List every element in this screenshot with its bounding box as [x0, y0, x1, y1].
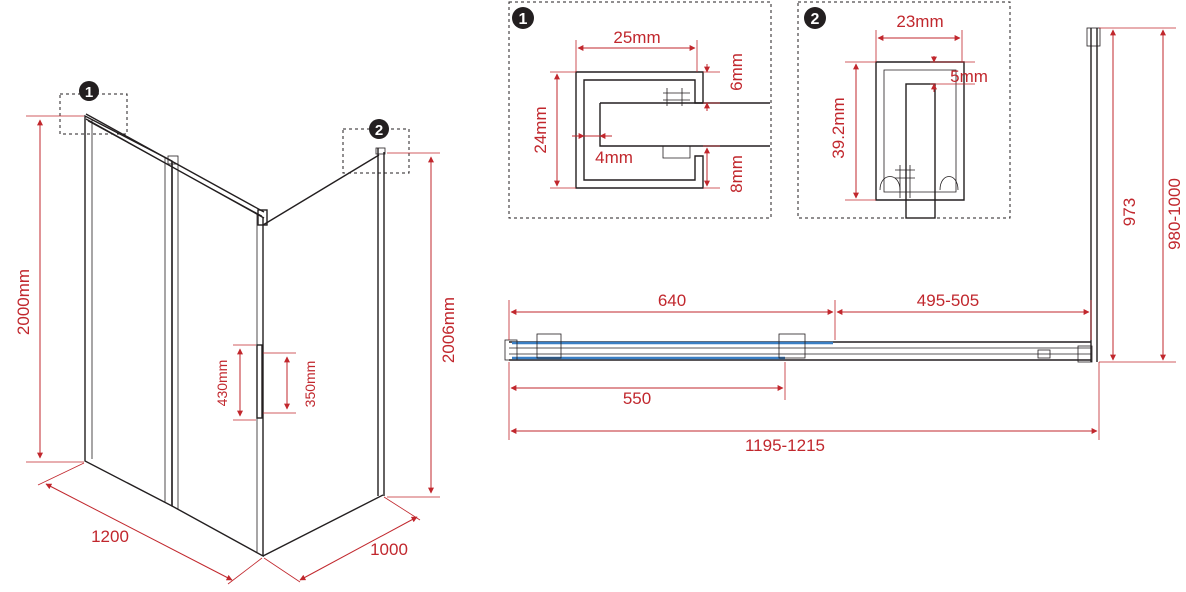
isometric-view: 1 2: [14, 81, 458, 585]
dim-height-left: 2000mm: [14, 115, 84, 463]
svg-text:2: 2: [375, 122, 383, 139]
detail2-gap-label: 5mm: [950, 67, 988, 86]
height-right-label: 2006mm: [439, 297, 458, 363]
side-panel: [262, 147, 386, 557]
front-width-label: 1200: [91, 527, 129, 546]
detail-2: 2 23mm 5mm 39.2mm: [797, 1, 1011, 219]
detail2-width-label: 23mm: [896, 12, 943, 31]
dim-side-depth: 1000: [263, 496, 421, 583]
side-depth-label: 1000: [370, 540, 408, 559]
detail1-gap-bottom-label: 8mm: [727, 155, 746, 193]
plan-view: 640 495-505 550 1195-1215 973 980-1000: [504, 27, 1184, 455]
callout-box-1: [59, 93, 128, 135]
plan-side-range-label: 980-1000: [1165, 178, 1184, 250]
detail-1: 1 25mm 24mm 6mm 4mm 8mm: [508, 1, 772, 219]
height-left-label: 2000mm: [14, 269, 33, 335]
plan-rails: [504, 333, 1091, 361]
svg-text:2: 2: [811, 11, 820, 28]
badge-detail-1: 1: [512, 7, 534, 29]
detail1-height-label: 24mm: [531, 106, 550, 153]
plan-side-label: 973: [1120, 198, 1139, 226]
badge-1: 1: [79, 81, 99, 101]
svg-text:1: 1: [85, 84, 93, 101]
dim-front-width: 1200: [37, 462, 263, 585]
sliding-door-panel: [171, 161, 264, 558]
top-rail: [85, 113, 268, 226]
plan-total-label: 1195-1215: [745, 436, 825, 455]
door-handle: [256, 344, 263, 419]
detail1-width-label: 25mm: [613, 28, 660, 47]
handle-outer-label: 430mm: [214, 360, 230, 407]
badge-detail-2: 2: [804, 7, 826, 29]
detail1-inner-gap-label: 4mm: [595, 148, 633, 167]
plan-fixed-label: 495-505: [917, 291, 979, 310]
plan-sliding-label: 640: [658, 291, 686, 310]
handle-inner-label: 350mm: [302, 361, 318, 408]
dim-height-right: 2006mm: [387, 152, 458, 498]
badge-2: 2: [369, 119, 389, 139]
svg-text:1: 1: [519, 11, 528, 28]
detail1-gap-top-label: 6mm: [727, 53, 746, 91]
detail2-height-label: 39.2mm: [829, 97, 848, 158]
dim-handle: 430mm 350mm: [214, 344, 318, 421]
front-fixed-panel: [84, 114, 173, 508]
plan-opening-label: 550: [623, 389, 651, 408]
